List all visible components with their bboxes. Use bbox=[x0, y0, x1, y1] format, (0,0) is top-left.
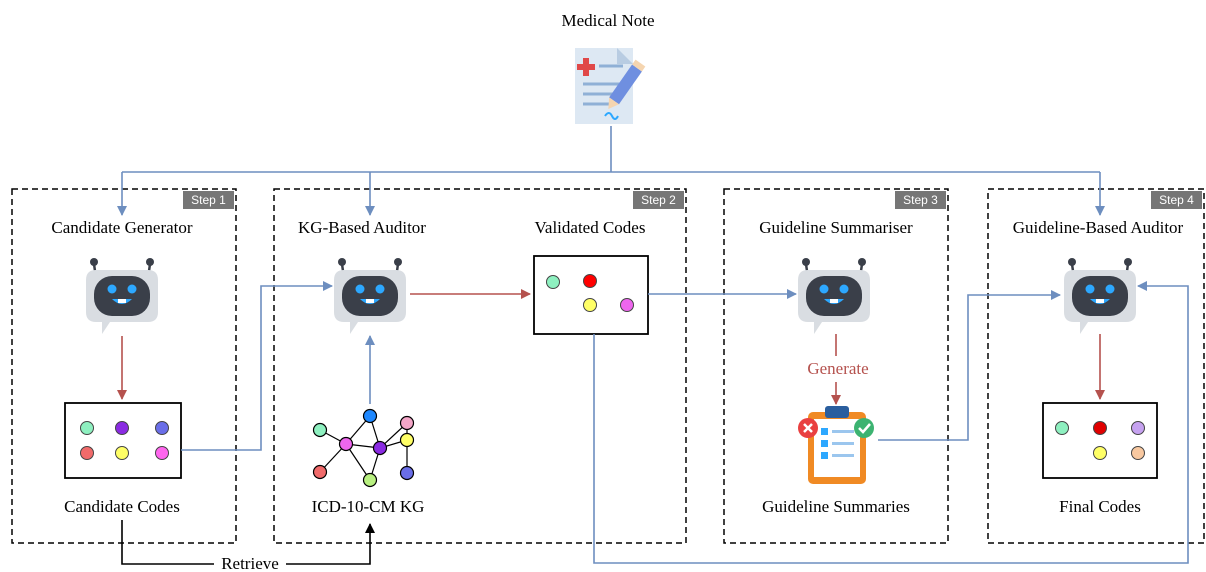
candidate-generator-label: Candidate Generator bbox=[51, 218, 192, 237]
step-4-box bbox=[987, 188, 1205, 544]
svg-text:Step 2: Step 2 bbox=[641, 193, 676, 207]
svg-text:Step 1: Step 1 bbox=[191, 193, 226, 207]
validated-codes-box bbox=[533, 255, 649, 335]
step-1-box bbox=[11, 188, 237, 544]
step-2-box bbox=[273, 188, 687, 544]
guideline-based-auditor-label: Guideline-Based Auditor bbox=[1013, 218, 1184, 237]
candidate-codes-box bbox=[64, 402, 182, 479]
candidate-code-dot bbox=[155, 421, 169, 435]
blue-flow-arrows bbox=[181, 281, 1189, 564]
final-code-dot bbox=[1093, 446, 1107, 460]
final-code-dots bbox=[1055, 421, 1145, 460]
step-4-tag: Step 4 bbox=[1151, 191, 1202, 209]
validated-codes-label: Validated Codes bbox=[535, 218, 646, 237]
icd-kg-graph bbox=[312, 408, 415, 488]
note-distribution-arrows bbox=[117, 126, 1105, 216]
checklist-icon bbox=[798, 406, 874, 484]
guideline-summariser-label: Guideline Summariser bbox=[759, 218, 913, 237]
final-code-dot bbox=[1131, 421, 1145, 435]
icd-kg-label: ICD-10-CM KG bbox=[312, 497, 425, 516]
final-codes-label: Final Codes bbox=[1059, 497, 1141, 516]
final-code-dot bbox=[1131, 446, 1145, 460]
guideline-summaries-label: Guideline Summaries bbox=[762, 497, 910, 516]
svg-text:Step 4: Step 4 bbox=[1159, 193, 1194, 207]
validated-code-dot bbox=[583, 298, 597, 312]
final-code-dot bbox=[1055, 421, 1069, 435]
validated-code-dot bbox=[620, 298, 634, 312]
candidate-code-dot bbox=[155, 446, 169, 460]
validated-code-dot bbox=[546, 275, 560, 289]
guideline-auditor-robot-icon bbox=[1062, 256, 1138, 336]
generate-label: Generate bbox=[807, 359, 868, 378]
candidate-code-dot bbox=[80, 421, 94, 435]
step-3-tag: Step 3 bbox=[895, 191, 946, 209]
candidate-code-dots bbox=[80, 421, 169, 460]
candidate-code-dot bbox=[115, 446, 129, 460]
kg-based-auditor-label: KG-Based Auditor bbox=[298, 218, 426, 237]
kg-auditor-robot-icon bbox=[332, 256, 408, 336]
validated-code-dot bbox=[583, 274, 597, 288]
retrieve-label: Retrieve bbox=[221, 554, 279, 572]
svg-text:Step 3: Step 3 bbox=[903, 193, 938, 207]
step-1-tag: Step 1 bbox=[183, 191, 234, 209]
final-codes-box bbox=[1042, 402, 1158, 479]
retrieve-label-bg bbox=[214, 556, 286, 572]
step-2-tag: Step 2 bbox=[633, 191, 684, 209]
candidate-generator-robot-icon bbox=[84, 256, 160, 336]
validated-code-dots bbox=[546, 274, 634, 312]
candidate-codes-label: Candidate Codes bbox=[64, 497, 180, 516]
step-3-box bbox=[723, 188, 949, 544]
final-code-dot bbox=[1093, 421, 1107, 435]
medical-note-icon bbox=[575, 48, 646, 124]
candidate-code-dot bbox=[80, 446, 94, 460]
diagram-title: Medical Note bbox=[562, 11, 655, 30]
guideline-summariser-robot-icon bbox=[796, 256, 872, 336]
candidate-code-dot bbox=[115, 421, 129, 435]
